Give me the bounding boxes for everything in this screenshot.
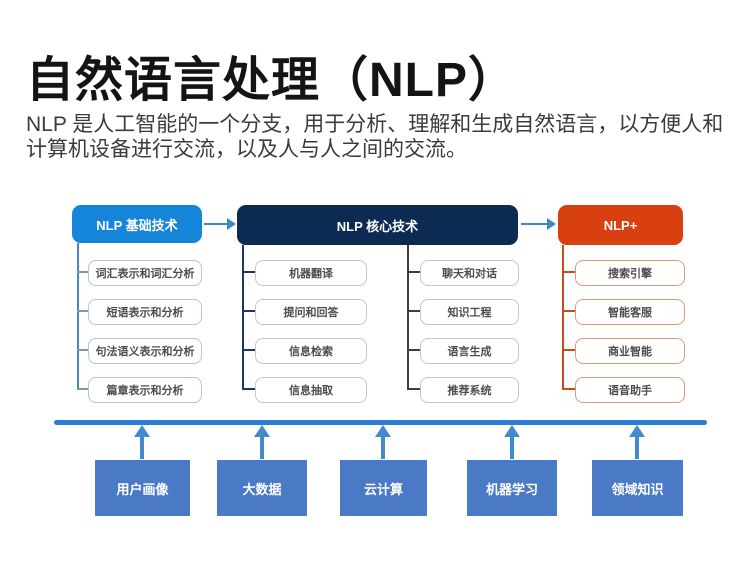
page-title: 自然语言处理（NLP） — [26, 54, 518, 107]
node-business-intelligence: 商业智能 — [575, 338, 685, 364]
node-recommender-system: 推荐系统 — [420, 377, 519, 403]
connector-stub — [242, 271, 256, 273]
node-information-retrieval: 信息检索 — [255, 338, 367, 364]
connector-stub — [77, 388, 89, 390]
right-arrow-icon — [547, 218, 556, 230]
connector-stub — [407, 310, 421, 312]
foundation-machine-learning: 机器学习 — [467, 460, 557, 516]
right-arrow-line — [521, 223, 548, 225]
up-arrow-icon — [375, 425, 391, 437]
connector-stub — [77, 271, 89, 273]
connector-core-left — [242, 245, 244, 390]
connector-core-right — [407, 245, 409, 390]
up-arrow-line — [635, 436, 639, 459]
connector-stub — [77, 310, 89, 312]
up-arrow-line — [140, 436, 144, 459]
connector-stub — [242, 349, 256, 351]
connector-stub — [242, 310, 256, 312]
up-arrow-line — [510, 436, 514, 459]
node-syntax-semantics: 句法语义表示和分析 — [88, 338, 202, 364]
page-subtitle: NLP 是人工智能的一个分支，用于分析、理解和生成自然语言，以方便人和计算机设备… — [26, 113, 724, 161]
foundation-big-data: 大数据 — [217, 460, 307, 516]
node-chat-dialogue: 聊天和对话 — [420, 260, 519, 286]
node-phrase-analysis: 短语表示和分析 — [88, 299, 202, 325]
connector-stub — [77, 349, 89, 351]
node-search-engine: 搜索引擎 — [575, 260, 685, 286]
connector-stub — [407, 349, 421, 351]
connector-stub — [562, 388, 576, 390]
foundation-cloud-computing: 云计算 — [340, 460, 427, 516]
connector-stub — [407, 271, 421, 273]
header-nlp-core: NLP 核心技术 — [237, 205, 518, 245]
up-arrow-icon — [629, 425, 645, 437]
node-voice-assistant: 语音助手 — [575, 377, 685, 403]
node-smart-customer-service: 智能客服 — [575, 299, 685, 325]
node-lexical-analysis: 词汇表示和词汇分析 — [88, 260, 202, 286]
header-nlp-plus: NLP+ — [558, 205, 683, 245]
node-information-extraction: 信息抽取 — [255, 377, 367, 403]
node-machine-translation: 机器翻译 — [255, 260, 367, 286]
connector-stub — [242, 388, 256, 390]
header-nlp-basic: NLP 基础技术 — [72, 205, 202, 243]
connector-basic — [77, 243, 79, 390]
up-arrow-icon — [254, 425, 270, 437]
node-knowledge-engineering: 知识工程 — [420, 299, 519, 325]
foundation-user-profile: 用户画像 — [95, 460, 190, 516]
connector-stub — [562, 310, 576, 312]
up-arrow-line — [381, 436, 385, 459]
connector-plus — [562, 245, 564, 390]
foundation-baseline — [54, 420, 707, 425]
up-arrow-line — [260, 436, 264, 459]
node-discourse-analysis: 篇章表示和分析 — [88, 377, 202, 403]
connector-stub — [407, 388, 421, 390]
right-arrow-line — [204, 223, 228, 225]
connector-stub — [562, 349, 576, 351]
node-question-answering: 提问和回答 — [255, 299, 367, 325]
connector-stub — [562, 271, 576, 273]
up-arrow-icon — [134, 425, 150, 437]
right-arrow-icon — [227, 218, 236, 230]
node-language-generation: 语言生成 — [420, 338, 519, 364]
foundation-domain-knowledge: 领域知识 — [592, 460, 683, 516]
up-arrow-icon — [504, 425, 520, 437]
